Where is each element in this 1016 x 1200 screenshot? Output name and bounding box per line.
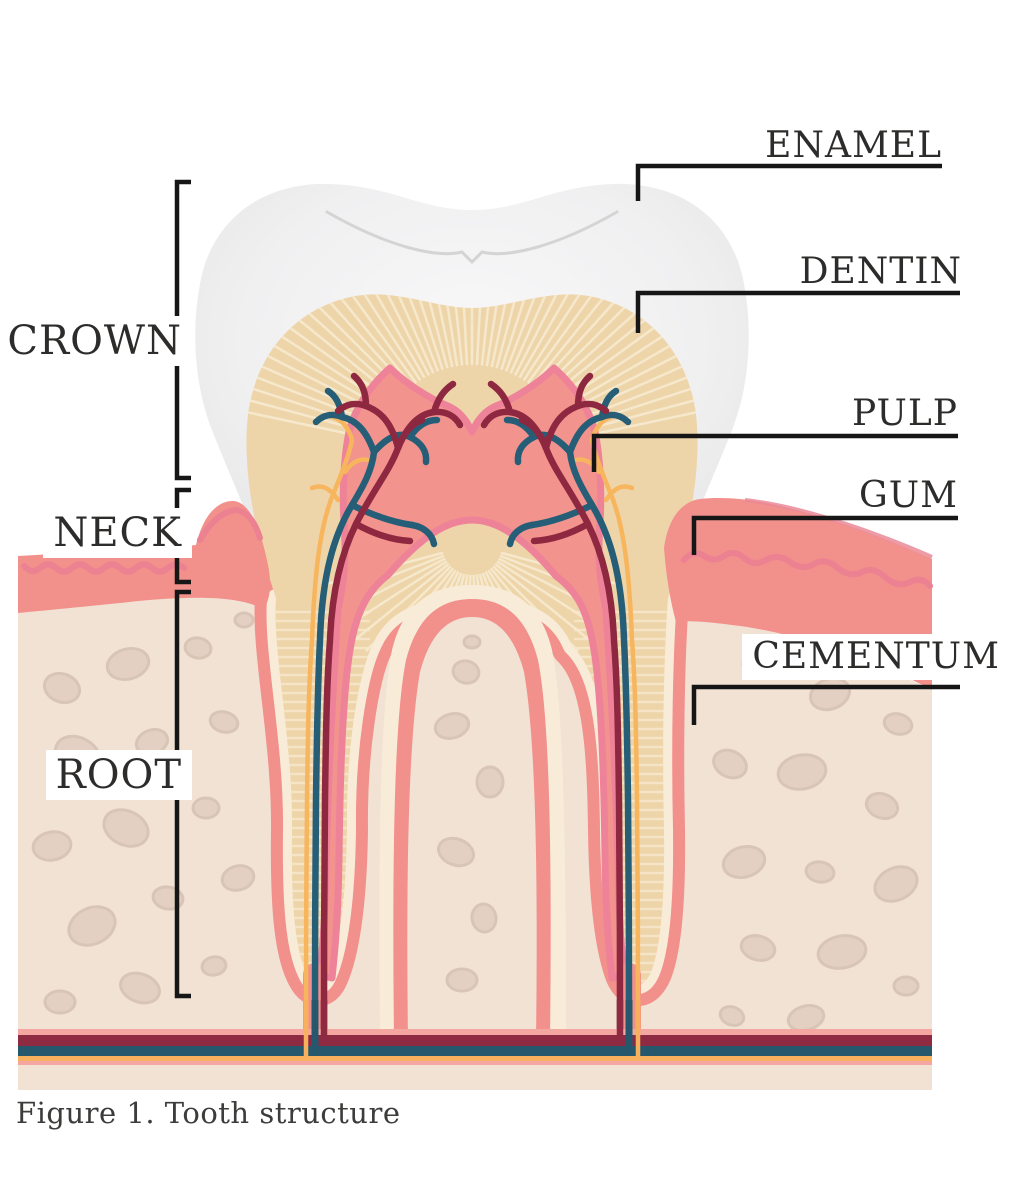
figure-caption: Figure 1. Tooth structure <box>16 1096 401 1130</box>
label-enamel: ENAMEL <box>765 125 942 166</box>
label-gum: GUM <box>859 475 958 516</box>
leader-enamel <box>635 163 942 201</box>
enamel-groove <box>325 210 619 265</box>
label-pulp: PULP <box>851 393 958 434</box>
pulp-vessels <box>303 372 464 1059</box>
jaw-vessel-band <box>18 1000 932 1065</box>
label-crown: CROWN <box>0 316 192 366</box>
label-neck: NECK <box>43 508 192 558</box>
leader-gum <box>691 515 958 555</box>
label-cementum: CEMENTUM <box>742 634 1010 680</box>
leader-pulp <box>591 433 958 472</box>
label-dentin: DENTIN <box>799 251 962 292</box>
leader-cementum <box>691 684 960 725</box>
label-root: ROOT <box>45 750 192 800</box>
leader-dentin <box>635 290 960 333</box>
artery-lines <box>320 372 464 1048</box>
vein-lines <box>311 387 441 1056</box>
bone-blobs-furcation <box>433 634 505 993</box>
